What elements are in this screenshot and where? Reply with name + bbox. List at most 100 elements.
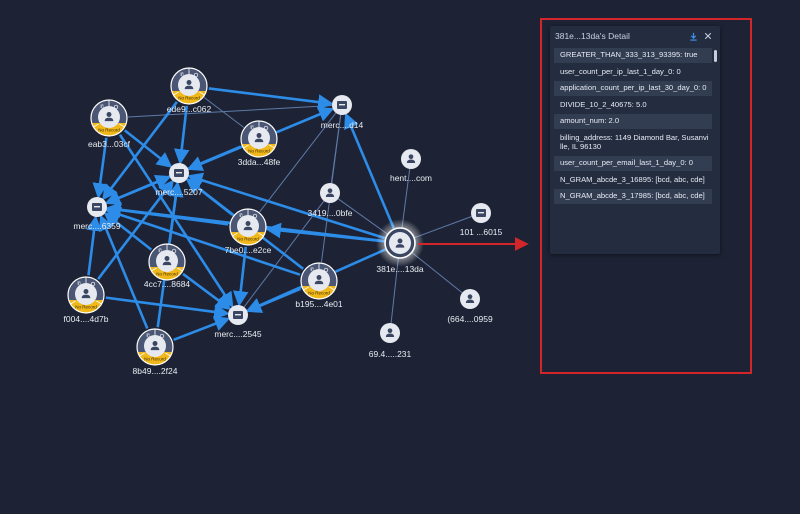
phone-icon: ✆ — [158, 248, 162, 254]
node-label: f004....4d7b — [64, 314, 109, 324]
edge[interactable] — [411, 251, 463, 294]
graph-node-381e[interactable]: 381e....13da — [376, 219, 424, 274]
edge[interactable] — [208, 87, 334, 110]
edge[interactable] — [401, 168, 411, 229]
phone-icon: ✆ — [180, 72, 184, 78]
edge[interactable] — [102, 101, 178, 201]
graph-node-eab3[interactable]: No Record✆eab3...03cf — [88, 99, 131, 149]
edge[interactable] — [98, 214, 149, 330]
person-icon — [162, 261, 172, 266]
person-icon — [243, 226, 253, 231]
search-icon — [113, 104, 119, 110]
graph-node-merc_6359[interactable]: merc....6359 — [73, 197, 121, 231]
graph-node-101[interactable]: 101 ...6015 — [460, 203, 503, 237]
graph-node-3dda[interactable]: No Record ✆ 3dda...48fe — [238, 120, 281, 167]
edge[interactable] — [173, 316, 231, 342]
phone-icon: ✆ — [100, 104, 104, 110]
detail-row: GREATER_THAN_333_313_93395: true — [554, 48, 712, 63]
person-icon — [186, 80, 192, 85]
edge[interactable] — [92, 137, 108, 199]
person-icon — [106, 112, 112, 117]
graph-nodes: No Record✆ede9...c062 No Record✆eab3...03… — [64, 67, 503, 376]
no-record-badge — [241, 144, 277, 157]
person-icon — [465, 299, 475, 303]
edge[interactable] — [118, 134, 234, 309]
edge[interactable] — [337, 198, 389, 235]
detail-panel-body[interactable]: GREATER_THAN_333_313_93395: true user_cou… — [554, 48, 712, 250]
node-label: 381e....13da — [376, 264, 424, 274]
no-record-badge — [149, 267, 185, 280]
person-icon — [104, 117, 114, 122]
edge[interactable] — [104, 207, 301, 276]
node-label: merc....2545 — [214, 329, 262, 339]
person-icon — [467, 294, 473, 299]
node-label: 69.4.....231 — [369, 349, 412, 359]
person-icon — [406, 159, 416, 163]
edge[interactable] — [245, 287, 302, 313]
phone-icon: ✆ — [250, 125, 254, 131]
no-record-badge-label: No Record — [156, 272, 178, 277]
person-icon — [256, 133, 262, 138]
edge[interactable] — [182, 272, 232, 311]
graph-node-ede9[interactable]: No Record✆ede9...c062 — [167, 67, 212, 114]
detail-row: N_GRAM_abcde_3_17985: [bcd, abc, cde] — [554, 189, 712, 204]
graph-node-b195[interactable]: No Record✆b195....4e01 — [295, 262, 343, 309]
person-icon — [314, 280, 324, 285]
edge[interactable] — [413, 216, 472, 239]
edge[interactable] — [259, 112, 337, 213]
person-icon — [387, 328, 393, 333]
graph-node-3419[interactable]: 3419....0bfe — [308, 183, 353, 218]
node-label: (664....0959 — [447, 314, 493, 324]
edge[interactable] — [97, 179, 174, 280]
node-label: merc....d14 — [321, 120, 364, 130]
detail-row: user_count_per_email_last_1_day_0: 0 — [554, 156, 712, 171]
highlight-box — [540, 18, 752, 374]
person-icon — [245, 221, 251, 226]
graph-node-hent[interactable]: hent....com — [390, 149, 432, 183]
no-record-badge — [68, 300, 104, 313]
detail-panel-scrollbar[interactable] — [714, 50, 717, 62]
edge[interactable] — [105, 296, 230, 320]
node-label: 4cc7....8684 — [144, 279, 191, 289]
graph-node-merc_2545[interactable]: merc....2545 — [214, 305, 262, 339]
phone-icon: ✆ — [310, 267, 314, 273]
graph-node-8b49[interactable]: No Record✆8b49....2f24 — [133, 328, 178, 376]
graph-node-merc_5207[interactable]: merc....5207 — [155, 163, 203, 197]
node-label: 8b49....2f24 — [133, 366, 178, 376]
edge[interactable] — [344, 112, 395, 229]
detail-row: billing_address: 1149 Diamond Bar, Susan… — [560, 132, 709, 151]
graph-node-f004[interactable]: No Record✆f004....4d7b — [64, 276, 109, 324]
person-icon — [164, 256, 170, 261]
graph-node-merc_d14[interactable]: merc....d14 — [321, 95, 364, 130]
node-label: hent....com — [390, 173, 432, 183]
node-label: merc....5207 — [155, 187, 203, 197]
search-icon — [159, 333, 165, 339]
no-record-badge-label: No Record — [75, 305, 97, 310]
edge[interactable] — [203, 97, 245, 128]
edge[interactable] — [86, 215, 102, 276]
edge[interactable] — [106, 174, 172, 204]
node-label: 3dda...48fe — [238, 157, 281, 167]
person-icon — [254, 138, 264, 143]
search-icon — [90, 281, 96, 287]
graph-node-694[interactable]: 69.4.....231 — [369, 323, 412, 359]
edge[interactable] — [186, 172, 386, 240]
close-icon[interactable] — [702, 30, 714, 42]
node-label: 101 ...6015 — [460, 227, 503, 237]
edge[interactable] — [173, 105, 190, 165]
edge[interactable] — [127, 105, 333, 118]
graph-node-664[interactable]: (664....0959 — [447, 289, 493, 324]
no-record-badge-label: No Record — [248, 149, 270, 154]
person-icon — [325, 193, 335, 197]
detail-row: application_count_per_ip_last_30_day_0: … — [554, 81, 712, 96]
graph-node-7be0[interactable]: No Record✆7be0....e2ce — [225, 208, 272, 255]
person-icon — [81, 294, 91, 299]
edge[interactable] — [265, 222, 385, 243]
download-icon[interactable] — [687, 30, 699, 42]
edge[interactable] — [123, 129, 173, 168]
edge[interactable] — [390, 257, 399, 324]
person-icon — [83, 289, 89, 294]
search-icon — [323, 267, 329, 273]
graph-node-4cc7[interactable]: No Record ✆ 4cc7....8684 — [144, 243, 191, 289]
